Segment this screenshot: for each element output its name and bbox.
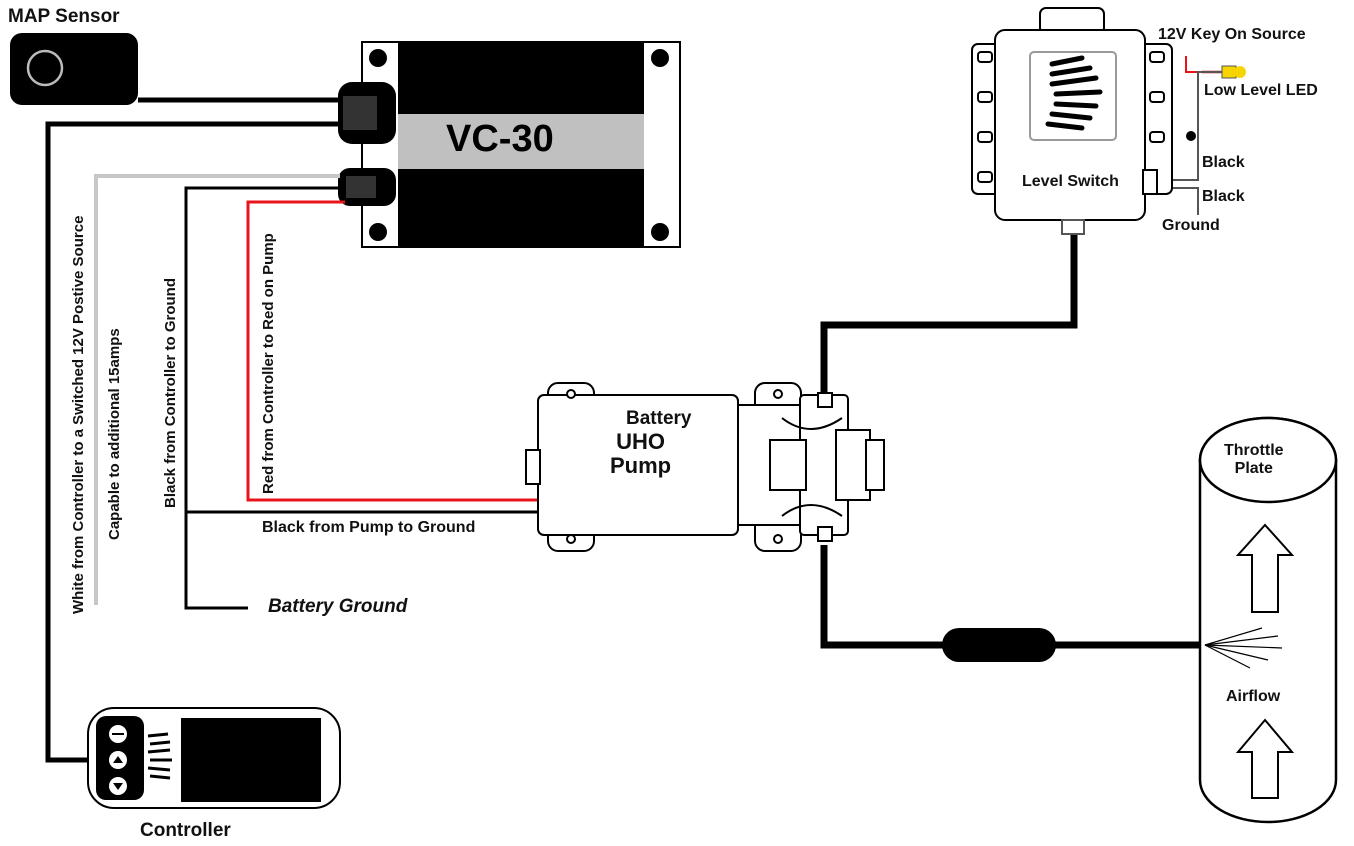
airflow-label: Airflow (1226, 688, 1281, 705)
vc30-label: VC-30 (446, 118, 554, 160)
red-controller-pump-label: Red from Controller to Red on Pump (260, 233, 277, 494)
level-switch (971, 7, 1173, 235)
throttle-body (1198, 416, 1338, 824)
wires (45, 56, 1238, 763)
map-sensor-label: MAP Sensor (8, 6, 120, 27)
black-wire-label-1: Black (1202, 154, 1245, 171)
white-wire-label: White from Controller to a Switched 12V … (70, 215, 87, 614)
uho-pump (525, 382, 885, 552)
black-wire-label-2: Black (1202, 188, 1245, 205)
black-pump-ground-label: Black from Pump to Ground (262, 519, 476, 536)
battery-ground-label: Battery Ground (268, 596, 408, 617)
inline-filter (942, 628, 1056, 662)
key-on-source-label: 12V Key On Source (1158, 26, 1306, 43)
controller-unit (87, 707, 341, 809)
map-sensor (10, 33, 138, 105)
uho-pump-label: UHO Pump (610, 429, 672, 478)
throttle-plate-label: Throttle Plate (1224, 442, 1284, 477)
vc30-module (338, 41, 681, 248)
junction-dot (1186, 131, 1196, 141)
level-switch-logo-icon (1045, 55, 1103, 131)
black-controller-ground-label: Black from Controller to Ground (162, 277, 179, 508)
ground-label: Ground (1162, 217, 1220, 234)
airflow-spray-lines (1204, 627, 1283, 669)
low-level-led-label: Low Level LED (1204, 82, 1318, 99)
battery-label: Battery (626, 408, 692, 429)
level-switch-label: Level Switch (1022, 173, 1119, 190)
low-level-led-icon (1221, 65, 1246, 79)
up-arrow-icon (1235, 523, 1295, 799)
capable-label: Capable to additional 15amps (106, 328, 123, 540)
controller-label: Controller (140, 820, 231, 841)
